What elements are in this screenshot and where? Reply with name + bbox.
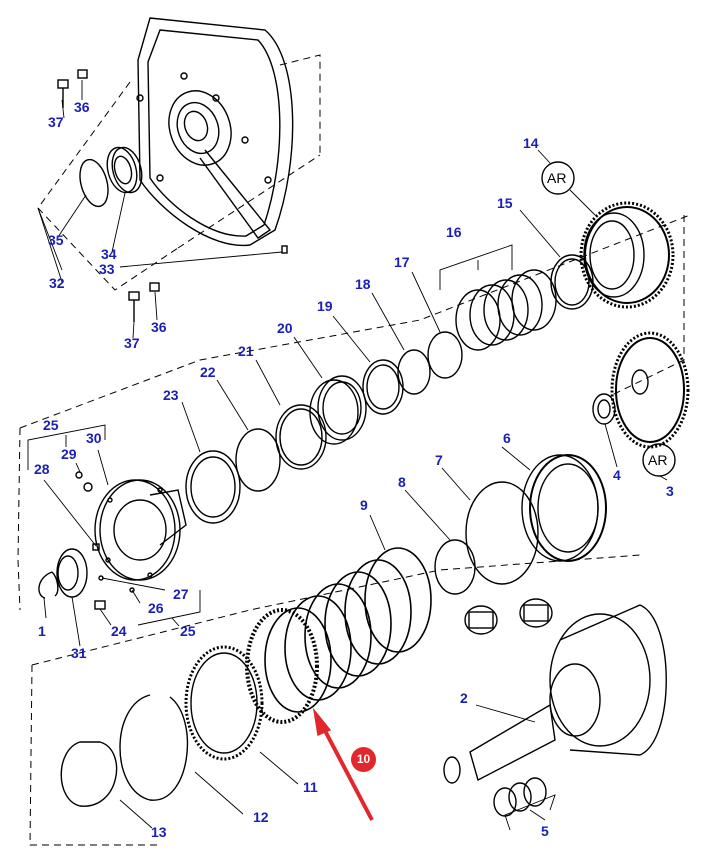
part-label-19: 19 (317, 298, 333, 314)
seal-ring-18 (397, 349, 431, 395)
part-label-12: 12 (253, 809, 269, 825)
snap-ring-1 (38, 571, 59, 599)
part-label-36-mid: 36 (151, 319, 167, 335)
part-label-24: 24 (111, 623, 127, 639)
part-label-27: 27 (173, 586, 189, 602)
part-label-30: 30 (86, 430, 102, 446)
seal-rings-5 (493, 777, 547, 817)
highlight-arrow (312, 707, 374, 821)
snap-ring-17 (427, 331, 463, 379)
leader-lines (27, 80, 668, 831)
piston-20 (309, 375, 367, 445)
part-label-8: 8 (398, 474, 406, 490)
pin-33 (281, 245, 288, 254)
oil-seal-34 (106, 146, 143, 194)
bolt-37-mid (128, 291, 140, 322)
part-label-31: 31 (71, 645, 87, 661)
snap-ring-12 (119, 694, 189, 801)
part-label-9: 9 (360, 497, 368, 513)
snap-ring-15 (550, 254, 594, 310)
part-label-15: 15 (497, 195, 513, 211)
part-label-36-top: 36 (74, 99, 90, 115)
part-label-16: 16 (446, 224, 462, 240)
shaft-drum-2 (443, 604, 667, 784)
part-label-20: 20 (277, 320, 293, 336)
part-label-21: 21 (238, 343, 254, 359)
part-label-37-mid: 37 (124, 335, 140, 351)
part-label-18: 18 (355, 276, 371, 292)
part-label-32: 32 (49, 275, 65, 291)
part-label-1: 1 (38, 623, 46, 639)
part-label-17: 17 (394, 254, 410, 270)
ar-tag-top: AR (547, 170, 567, 186)
ar-circle-top (541, 161, 575, 195)
seal-ring-8 (434, 539, 476, 595)
part-label-37-top: 37 (48, 114, 64, 130)
seal-left (464, 605, 498, 635)
part-label-6: 6 (503, 430, 511, 446)
seal-ring-7 (465, 481, 539, 585)
seal-right (519, 598, 553, 628)
washer-36-mid (149, 282, 160, 292)
snap-ring-13 (60, 741, 118, 807)
part-label-22: 22 (200, 364, 216, 380)
part-label-5: 5 (541, 823, 549, 839)
ring-gear-14 (579, 201, 675, 309)
group-boundaries (17, 54, 691, 846)
clutch-pack-9 (245, 547, 432, 724)
part-label-28: 28 (34, 461, 50, 477)
front-cover-plate (136, 17, 294, 247)
ring-23 (185, 450, 241, 524)
spring-pack-16 (455, 269, 557, 351)
part-label-7: 7 (435, 452, 443, 468)
gear-3 (610, 331, 690, 449)
clutch-drum-6 (521, 454, 607, 562)
highlight-badge-10: 10 (351, 747, 376, 772)
snap-ring-35 (79, 158, 109, 208)
part-label-29: 29 (61, 446, 77, 462)
ball-28 (92, 543, 100, 551)
bolt-24 (94, 600, 106, 610)
pressure-plate-11 (184, 645, 264, 761)
hub-30 (94, 479, 187, 581)
part-label-33: 33 (99, 261, 115, 277)
seal-ring-21 (275, 404, 327, 470)
part-label-13: 13 (151, 824, 167, 840)
pin-26 (129, 587, 135, 593)
part-label-35: 35 (48, 232, 64, 248)
part-label-4: 4 (613, 467, 621, 483)
ar-circle-right (642, 443, 676, 477)
part-label-26: 26 (148, 600, 164, 616)
part-label-34: 34 (101, 246, 117, 262)
o-rings-29 (75, 471, 93, 492)
part-label-25-bottom: 25 (180, 623, 196, 639)
bolt-37-top (57, 79, 69, 108)
part-label-23: 23 (163, 387, 179, 403)
part-label-14: 14 (523, 135, 539, 151)
washer-36-top (77, 69, 88, 79)
part-label-11: 11 (303, 779, 318, 795)
part-label-25-top: 25 (43, 417, 59, 433)
snap-ring-22 (235, 428, 281, 492)
part-label-2: 2 (460, 690, 468, 706)
bearing-4 (592, 393, 616, 425)
bearing-31 (56, 548, 88, 598)
ring-19 (362, 359, 404, 415)
part-label-3: 3 (666, 483, 674, 499)
ar-tag-right: AR (648, 452, 668, 468)
